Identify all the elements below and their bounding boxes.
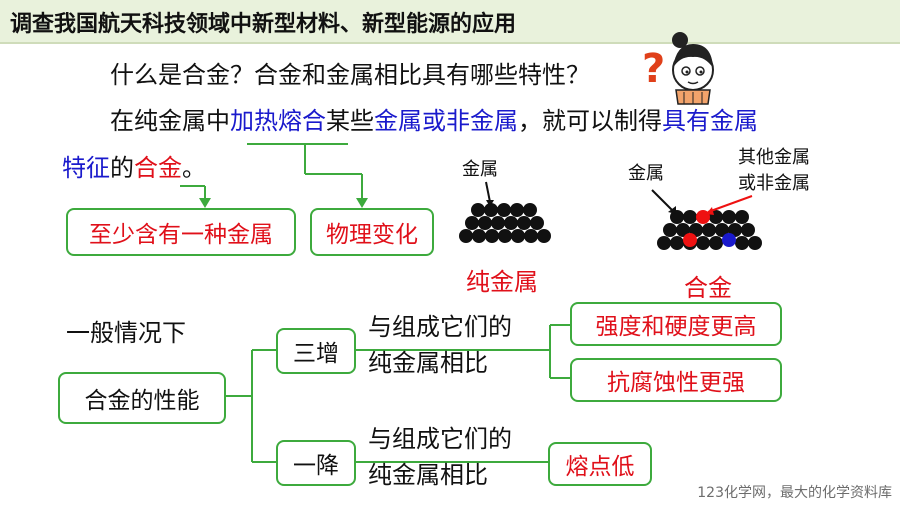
alloy-metal-label: 金属 — [628, 163, 664, 184]
question-text: 什么是合金？合金和金属相比具有哪些特性？ — [110, 61, 590, 89]
box-low-melting-point: 熔点低 — [548, 442, 652, 486]
page-title: 调查我国航天科技领域中新型材料、新型能源的应用 — [10, 12, 517, 37]
compare-text-2-line2: 纯金属相比 — [368, 461, 488, 489]
compare-text-1-line1: 与组成它们的 — [368, 313, 512, 341]
pure-metal-caption: 纯金属 — [466, 268, 538, 296]
def-metallic: 具有金属 — [662, 107, 758, 135]
def-part3: 某些 — [326, 107, 374, 135]
box-strength-hardness: 强度和硬度更高 — [570, 302, 782, 346]
def-part5: ，就可以制得 — [518, 107, 662, 135]
def-line2-part2: 的 — [110, 154, 134, 182]
def-characteristic: 特征 — [62, 154, 110, 182]
box-one-decrease: 一降 — [276, 440, 356, 486]
box-at-least-one-metal: 至少含有一种金属 — [66, 208, 296, 256]
header-bar: 调查我国航天科技领域中新型材料、新型能源的应用 — [0, 0, 900, 44]
def-line2-part4: 。 — [182, 154, 206, 182]
box-physical-change: 物理变化 — [310, 208, 434, 256]
def-alloy: 合金 — [134, 154, 182, 182]
alloy-caption: 合金 — [684, 274, 732, 302]
compare-text-1-line2: 纯金属相比 — [368, 349, 488, 377]
definition-line-2: 特征的合金。 — [62, 153, 206, 183]
box-corrosion-resistance: 抗腐蚀性更强 — [570, 358, 782, 402]
watermark: 123化学网，最大的化学资料库 — [697, 485, 892, 501]
svg-text:?: ? — [642, 46, 665, 92]
def-metal-or-nonmetal: 金属或非金属 — [374, 107, 518, 135]
pure-metal-label: 金属 — [462, 159, 498, 180]
alloy-other-label-2: 或非金属 — [738, 173, 810, 194]
box-three-increase: 三增 — [276, 328, 356, 374]
general-condition-text: 一般情况下 — [66, 319, 186, 347]
box-alloy-properties: 合金的性能 — [58, 372, 226, 424]
definition-line-1: 在纯金属中加热熔合某些金属或非金属，就可以制得具有金属 — [110, 106, 758, 136]
def-part1: 在纯金属中 — [110, 107, 230, 135]
alloy-other-label-1: 其他金属 — [738, 147, 810, 168]
compare-text-2-line1: 与组成它们的 — [368, 425, 512, 453]
def-heating-fusion: 加热熔合 — [230, 107, 326, 135]
